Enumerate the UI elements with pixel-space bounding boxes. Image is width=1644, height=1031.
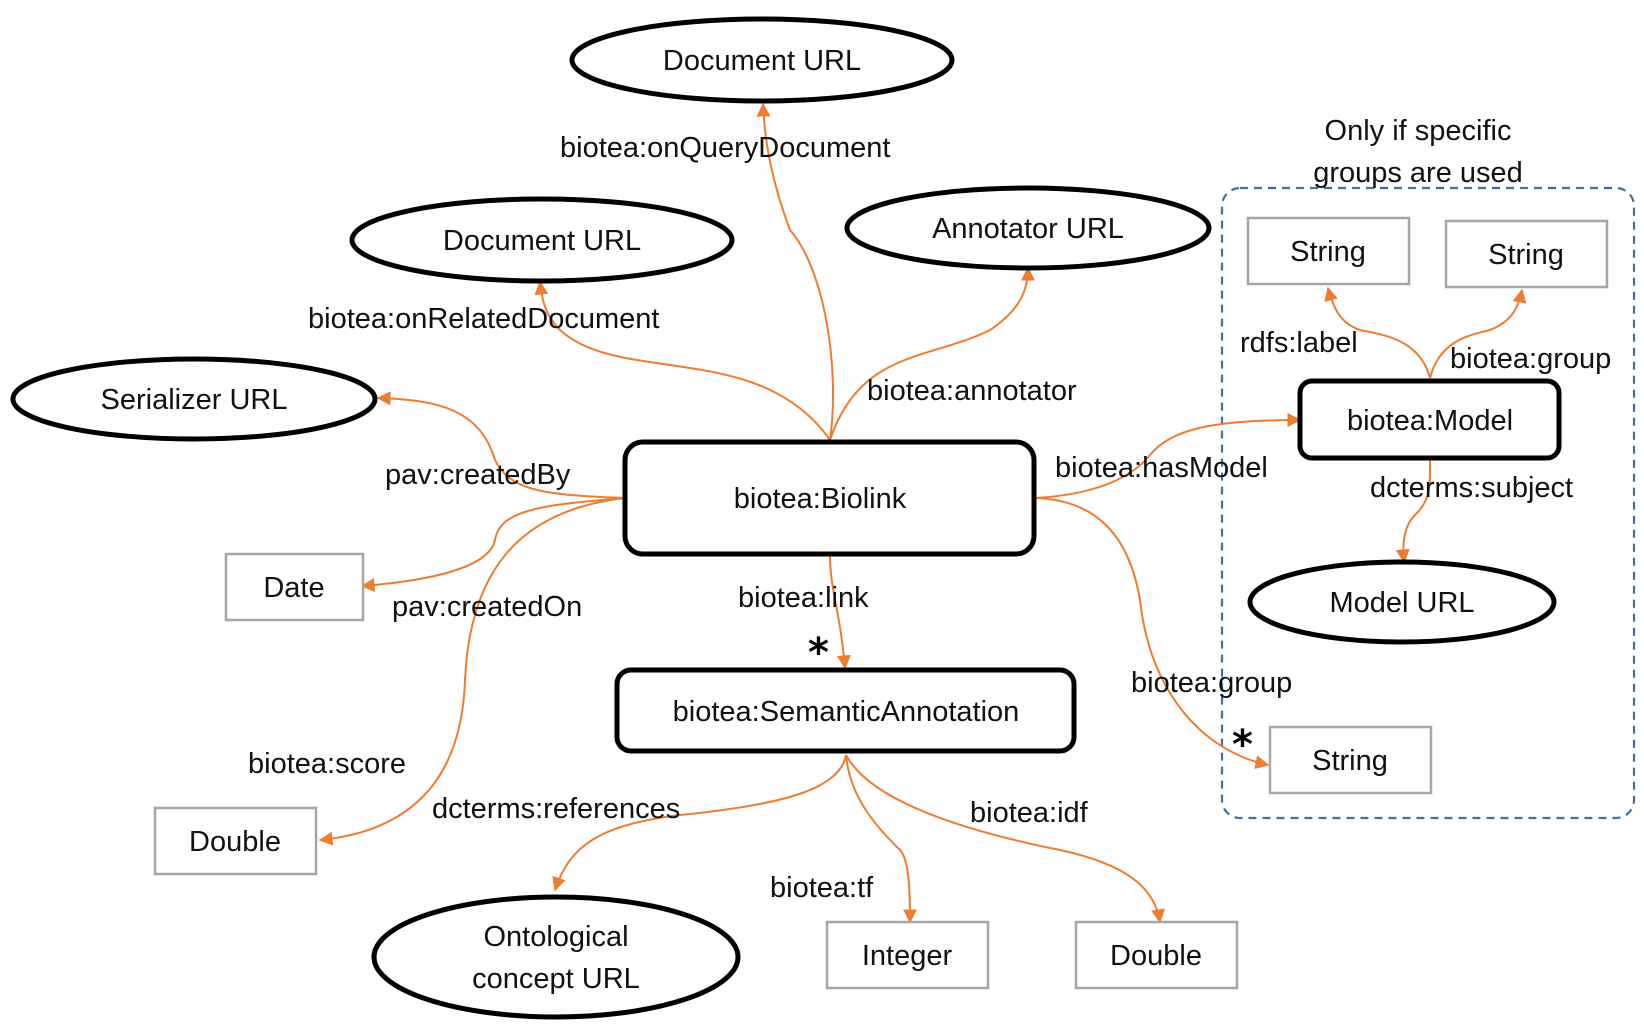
node-ontological-concept-url: Ontological concept URL	[371, 894, 741, 1020]
edge-created-by	[376, 391, 626, 499]
date-label: Date	[263, 572, 324, 604]
string-group-top-text: String	[1488, 239, 1564, 271]
string-label-text: String	[1290, 236, 1366, 268]
label-model-group: biotea:group	[1450, 343, 1611, 375]
node-biolink: biotea:Biolink	[622, 439, 1037, 557]
edge-tf	[845, 754, 917, 924]
edge-idf	[845, 754, 1165, 924]
label-tf: biotea:tf	[770, 872, 874, 904]
node-serializer-url: Serializer URL	[10, 356, 378, 442]
label-subject: dcterms:subject	[1370, 472, 1573, 504]
edge-created-on	[360, 497, 626, 593]
group-caption-line1: Only if specific	[1325, 115, 1512, 147]
node-double-score: Double	[153, 806, 318, 876]
edge-annotator	[829, 266, 1035, 441]
label-rdfs-label: rdfs:label	[1240, 327, 1358, 359]
node-annotator-url: Annotator URL	[844, 185, 1212, 271]
edge-on-query-document	[756, 102, 835, 441]
integer-label: Integer	[862, 940, 953, 972]
model-label: biotea:Model	[1347, 405, 1513, 437]
double-score-label: Double	[189, 826, 281, 858]
edge-rdfs-label	[1324, 286, 1431, 379]
double-idf-label: Double	[1110, 940, 1202, 972]
node-double-idf: Double	[1074, 920, 1239, 990]
label-on-related-document: biotea:onRelatedDocument	[308, 303, 659, 335]
node-string-group-top: String	[1444, 219, 1609, 289]
edge-on-related-document	[534, 280, 831, 441]
edge-group	[1034, 497, 1270, 770]
label-group: biotea:group	[1131, 667, 1292, 699]
label-references: dcterms:references	[432, 793, 680, 825]
node-model: biotea:Model	[1297, 378, 1562, 461]
biolink-label: biotea:Biolink	[734, 483, 907, 515]
edge-link	[829, 554, 851, 670]
cardinality-star-link: *	[808, 630, 829, 676]
node-document-url: Document URL	[349, 196, 735, 284]
edge-references	[552, 754, 847, 892]
label-on-query-document: biotea:onQueryDocument	[560, 132, 890, 164]
label-score: biotea:score	[248, 748, 406, 780]
semantic-annotation-label: biotea:SemanticAnnotation	[673, 696, 1020, 728]
node-document-url-top: Document URL	[569, 16, 955, 104]
node-string-label: String	[1246, 216, 1411, 286]
label-idf: biotea:idf	[970, 797, 1089, 829]
node-semantic-annotation: biotea:SemanticAnnotation	[614, 667, 1077, 754]
label-has-model: biotea:hasModel	[1055, 452, 1268, 484]
label-created-on: pav:createdOn	[392, 591, 582, 623]
label-created-by: pav:createdBy	[385, 459, 571, 491]
edge-subject	[1395, 459, 1431, 564]
annotator-url-label: Annotator URL	[932, 213, 1124, 245]
edge-score	[318, 497, 626, 846]
document-url-top-label: Document URL	[663, 45, 861, 77]
string-group-text: String	[1312, 745, 1388, 777]
document-url-label: Document URL	[443, 225, 641, 257]
edge-has-model	[1034, 413, 1302, 499]
node-string-group: String	[1268, 725, 1433, 795]
label-annotator: biotea:annotator	[867, 375, 1077, 407]
cardinality-star-group: *	[1232, 722, 1253, 768]
group-caption-line2: groups are used	[1313, 157, 1523, 189]
edge-model-group	[1429, 288, 1527, 379]
ontological-line1: Ontological	[483, 921, 628, 953]
model-url-label: Model URL	[1329, 587, 1474, 619]
ontological-line2: concept URL	[472, 963, 640, 995]
label-link: biotea:link	[738, 582, 869, 614]
node-date: Date	[224, 552, 365, 622]
node-model-url: Model URL	[1247, 559, 1557, 645]
node-integer: Integer	[825, 920, 990, 990]
specific-groups-box	[1220, 186, 1636, 820]
serializer-url-label: Serializer URL	[101, 384, 288, 416]
